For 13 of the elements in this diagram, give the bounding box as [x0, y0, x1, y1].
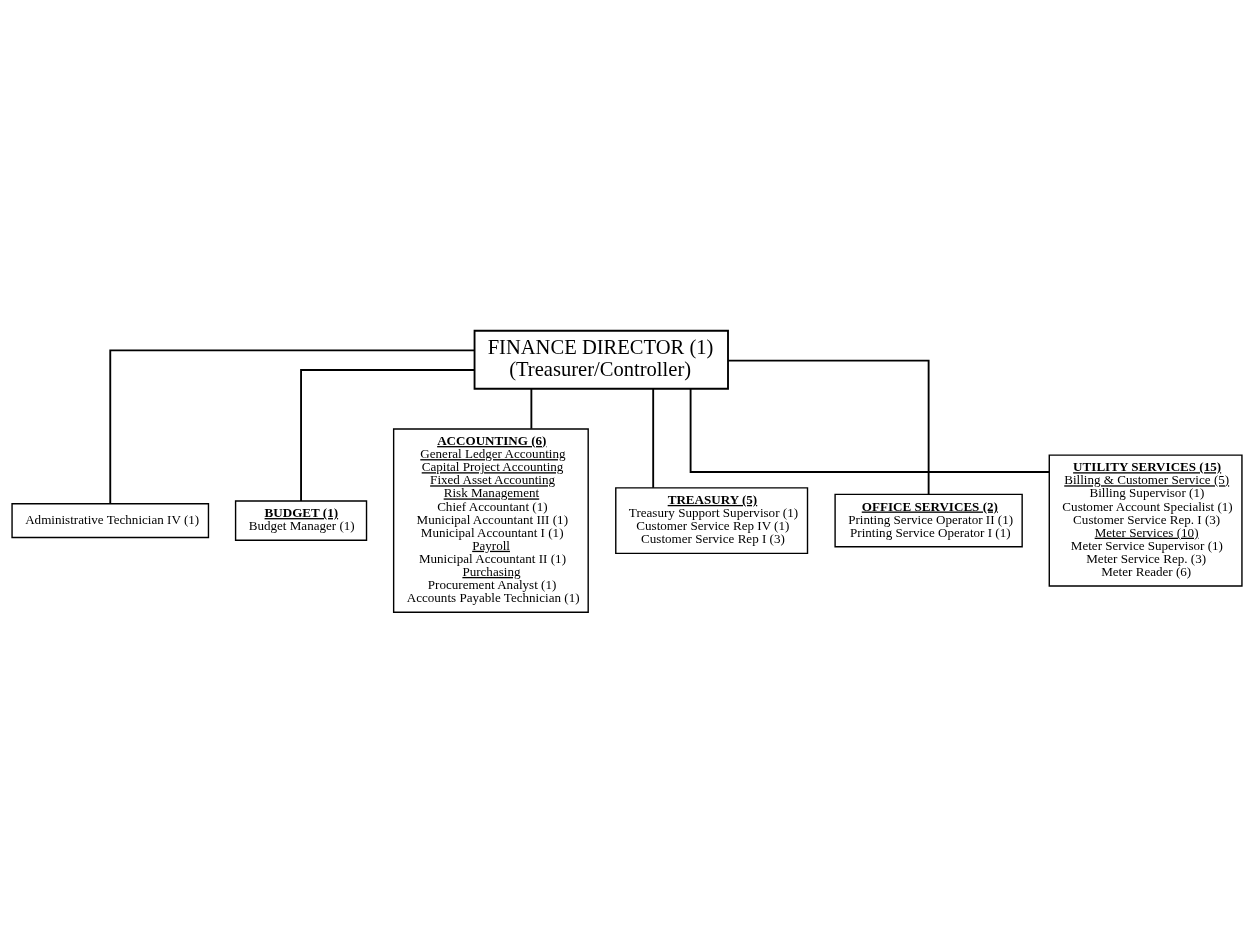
node-box: OFFICE SERVICES (2) Printing Service Operator II (1) Printing Service Operator I (1) [834, 493, 1023, 547]
connector [530, 387, 533, 430]
connector [727, 359, 930, 495]
connector [652, 387, 655, 489]
node-box: ACCOUNTING (6) General Ledger Accounting Capital Project Accounting Fixed Asset Accounting Risk Management Chief Accountant (1) Municipal Accountant III (1) Municipal Accountant I (1) Payroll Municipal Accountant II (1) Purchasing Procurement Analyst (1) Accounts Payable Technician (1) [392, 427, 589, 613]
connector [109, 348, 476, 505]
node-box: BUDGET (1) Budget Manager (1) [234, 499, 368, 541]
node-box: TREASURY (5) Treasury Support Supervisor (1) Customer Service Rep IV (1) Customer Service Rep I (3) [615, 486, 809, 554]
connector [300, 368, 476, 502]
node-box: Administrative Technician IV (1) [11, 502, 210, 538]
node-box: FINANCE DIRECTOR (1) (Treasurer/Controller) [473, 329, 729, 390]
connector [689, 387, 1051, 473]
node-box: UTILITY SERVICES (15) Billing & Customer Service (5) Billing Supervisor (1) Customer Account Specialist (1) Customer Service Rep. I (3) Meter Services (10) Meter Service Supervisor (1) Meter Service Rep. (3) Meter Reader (6) [1048, 453, 1243, 587]
